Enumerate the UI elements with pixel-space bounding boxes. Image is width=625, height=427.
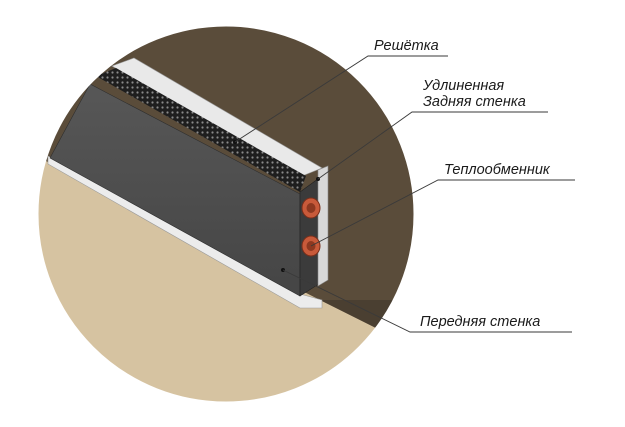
- grille-label: Решётка: [374, 38, 439, 54]
- heat-exchanger-label: Теплообменник: [444, 162, 550, 178]
- leader-lines: [234, 55, 575, 333]
- rear-wall-leader: [317, 111, 548, 180]
- rear-wall-extension: [317, 165, 329, 287]
- rear-wall-label-line1: Удлиненная: [423, 78, 505, 94]
- grille-leader: [234, 55, 448, 143]
- detail-circle-outline: [37, 25, 415, 403]
- front-wall-label: Передняя стенка: [420, 314, 541, 330]
- heat-exchanger-leader: [310, 179, 575, 247]
- front-wall-leader: [282, 269, 572, 333]
- rear-wall-label-line2: Задняя стенка: [423, 94, 526, 110]
- grille-mesh: [96, 68, 306, 192]
